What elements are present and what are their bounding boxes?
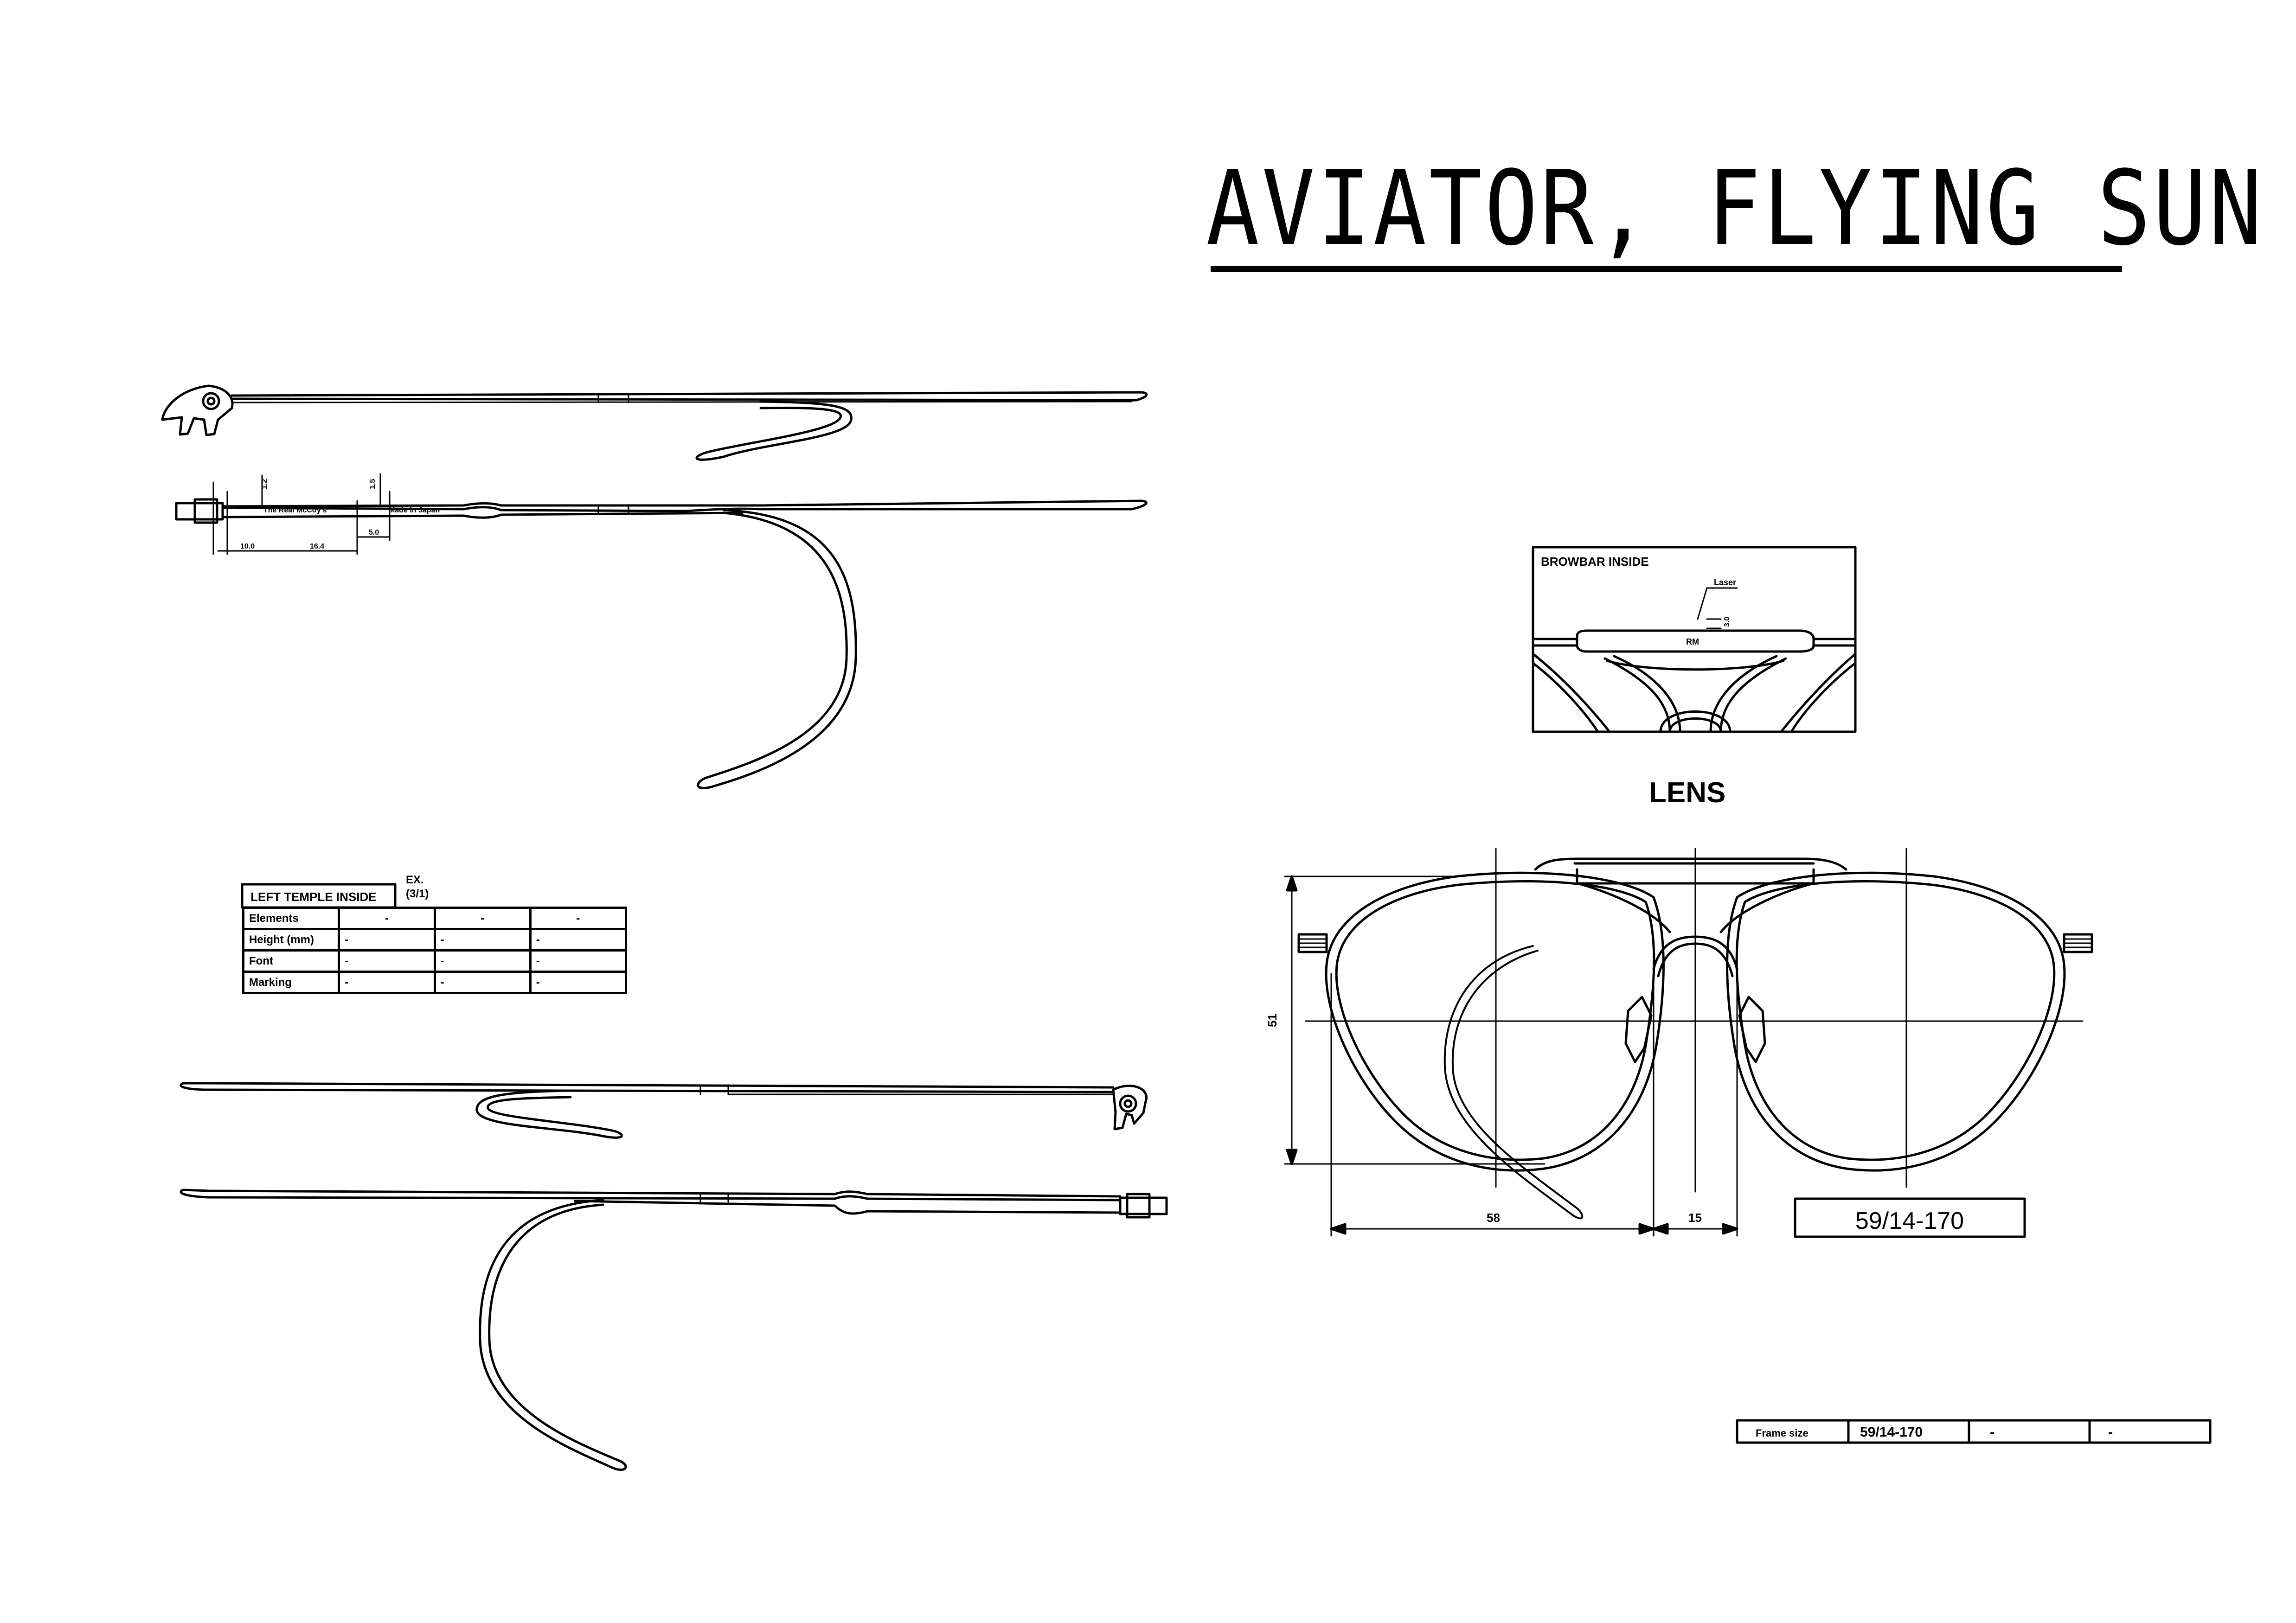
table-row: Elements - - -	[242, 907, 628, 930]
left-temple-inside-view: The Real McCoy's Made in Japan 1.2 1.5 1…	[175, 473, 1148, 789]
left-temple-table-lines: EX. (3/1) LEFT TEMPLE INSIDE	[241, 874, 429, 909]
dim-text-2: 1.5	[369, 479, 377, 489]
right-temple-inside-view	[180, 1188, 1168, 1471]
table-cell: -	[338, 949, 436, 973]
table-row: Font - - -	[242, 949, 628, 973]
frame-size-table: Frame size 59/14-170 - -	[1736, 1419, 2212, 1444]
row-label: Elements	[242, 907, 340, 930]
dim-text-5: 5.0	[369, 529, 379, 537]
row-label: Marking	[242, 971, 340, 994]
table-row: Marking - - -	[242, 971, 628, 994]
frame-size-col2: -	[1990, 1425, 1995, 1440]
lens-front-view: LENS	[1265, 777, 2093, 1238]
temple-marking-right: Made in Japan	[389, 506, 440, 514]
browbar-caption: BROWBAR INSIDE	[1541, 555, 1649, 569]
lens-heading: LENS	[1649, 777, 1725, 809]
dim-text-4: 16.4	[310, 543, 324, 550]
frame-size-value: 59/14-170	[1860, 1425, 1923, 1440]
dim-text-3: 10.0	[240, 543, 255, 550]
table-cell: -	[529, 949, 628, 973]
frame-size-col3: -	[2108, 1425, 2113, 1440]
browbar-detail: BROWBAR INSIDE Laser 3.0 RM	[1532, 546, 1857, 733]
size-box-text: 59/14-170	[1855, 1208, 1964, 1234]
right-temple-top-view	[180, 1082, 1148, 1139]
table-cell: -	[433, 928, 532, 952]
left-temple-table: Elements - - - Height (mm) - - - Font - …	[242, 907, 628, 994]
scale-note-ex: EX.	[406, 874, 424, 886]
table-cell: -	[433, 971, 532, 994]
frame-size-label: Frame size	[1756, 1427, 1809, 1439]
table-cell: -	[529, 907, 628, 930]
table-cell: -	[338, 907, 436, 930]
bridge-width-dim: 15	[1688, 1211, 1702, 1225]
table-cell: -	[433, 907, 532, 930]
table-cell: -	[338, 928, 436, 952]
temple-marking-left: The Real McCoy's	[263, 506, 327, 514]
row-label: Height (mm)	[242, 928, 340, 952]
dim-text-1: 1.2	[261, 479, 269, 489]
browbar-mark: RM	[1686, 637, 1699, 646]
table-cell: -	[433, 949, 532, 973]
lens-width-dim: 58	[1487, 1211, 1500, 1225]
left-temple-top-view	[161, 384, 1148, 461]
left-temple-table-caption: LEFT TEMPLE INSIDE	[250, 890, 377, 904]
browbar-laser-label: Laser	[1714, 578, 1736, 587]
title-underline	[1211, 266, 2122, 272]
lens-height-dim: 51	[1265, 1014, 1279, 1027]
browbar-dim: 3.0	[1723, 617, 1731, 627]
scale-note-ratio: (3/1)	[406, 888, 429, 900]
row-label: Font	[242, 949, 340, 973]
table-cell: -	[529, 971, 628, 994]
table-cell: -	[338, 971, 436, 994]
table-cell: -	[529, 928, 628, 952]
table-row: Height (mm) - - -	[242, 928, 628, 952]
